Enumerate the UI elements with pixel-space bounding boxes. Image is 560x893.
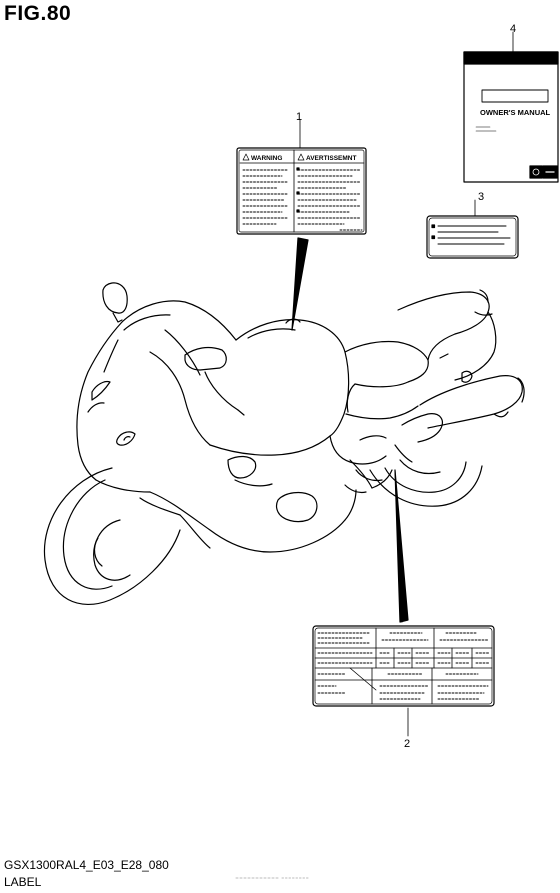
label-2-info (312, 625, 495, 707)
motorcycle-illustration (43, 282, 525, 605)
label-2-pointer (394, 469, 409, 623)
owners-manual (463, 51, 559, 183)
callout-4: 4 (510, 23, 516, 35)
figure-caption: LABEL (4, 875, 42, 889)
label-1-avertissement-text: AVERTISSEMNT (306, 155, 356, 162)
owners-manual-title: OWNER'S MANUAL (480, 108, 551, 117)
label-3 (426, 215, 519, 259)
label-1-warning (236, 147, 367, 235)
figure-title: FIG.80 (4, 2, 72, 25)
label-1-pointer (291, 237, 309, 331)
callout-3: 3 (478, 191, 484, 203)
figure-code: GSX1300RAL4_E03_E28_080 (4, 858, 169, 872)
label-1-warning-text: WARNING (251, 155, 282, 162)
callout-1: 1 (296, 111, 302, 123)
callout-2: 2 (404, 738, 410, 750)
